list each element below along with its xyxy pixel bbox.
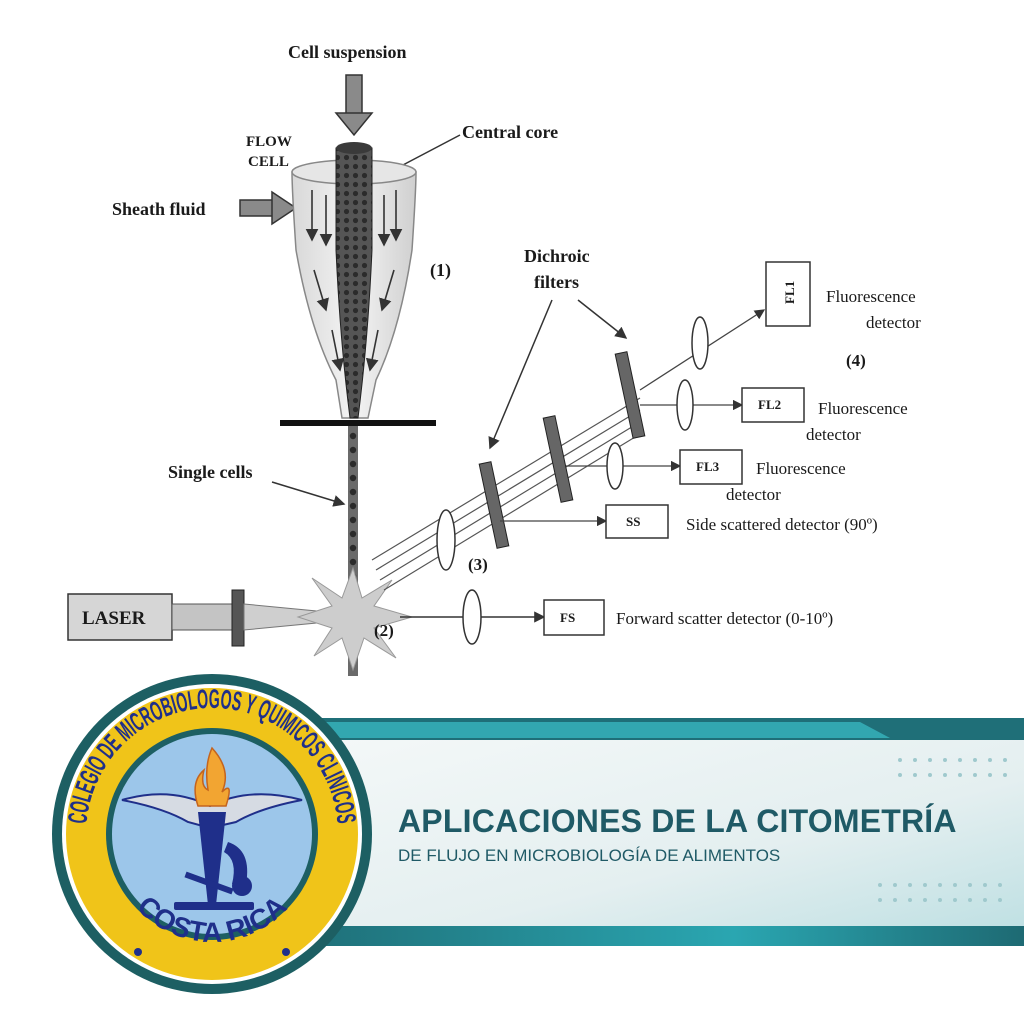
side-scatter-beams [371,397,641,591]
sheath-fluid-arrow [239,190,298,226]
dichroic-pointer-2 [577,299,628,339]
collection-lens [436,509,456,571]
flow-cell-label-line1: FLOW [246,134,292,150]
fl3-detector-label-line1: Fluorescence [756,459,846,478]
dichroic-pointer-1 [488,299,553,450]
fl1-detector-code: FL1 [782,281,797,304]
interrogation-point [296,566,414,672]
fs-detector-code: FS [560,610,575,625]
step-4-label: (4) [846,351,866,370]
flow-cell-cone [291,142,417,419]
single-cells-pointer [271,481,346,507]
fl3-detector-label-line2: detector [726,485,781,504]
step-1-label: (1) [430,260,451,281]
fs-detector-box [543,599,605,636]
laser-source [67,589,349,647]
single-cells-label: Single cells [168,462,253,482]
fl2-detector-label-line2: detector [806,425,861,444]
forward-scatter-lens [462,589,482,645]
fl1-detector-box [765,261,811,327]
fl1-detector-label-line2: detector [866,313,921,332]
fl3-lens [606,442,624,490]
fl3-detector-box [679,449,743,485]
ss-detector-box [605,504,669,539]
dichroic-label-line1: Dichroic [524,246,590,266]
fs-detector-label: Forward scatter detector (0-10º) [616,609,833,628]
ss-detector-code: SS [626,514,640,529]
banner-title: APLICACIONES DE LA CITOMETRÍA [398,803,957,839]
fl2-detector-code: FL2 [758,397,781,412]
dichroic-label-line2: filters [534,272,579,292]
fl3-detector-code: FL3 [696,459,720,474]
ss-detector-label: Side scattered detector (90º) [686,515,878,534]
central-core-label: Central core [462,122,558,142]
banner-subtitle: DE FLUJO EN MICROBIOLOGÍA DE ALIMENTOS [398,846,781,865]
fl2-detector-box [741,387,805,423]
flow-cell-label-line2: CELL [248,154,289,170]
step-3-label: (3) [468,555,488,574]
nozzle-plate [280,420,436,426]
cell-suspension-label: Cell suspension [288,42,407,62]
fl1-lens [691,316,709,370]
step-2-label: (2) [374,621,394,640]
fl2-detector-label-line1: Fluorescence [818,399,908,418]
laser-label: LASER [82,608,146,629]
fl2-lens [676,379,694,431]
fl1-detector-label-line1: Fluorescence [826,287,916,306]
sheath-fluid-label: Sheath fluid [112,199,206,219]
dichroic-filters [478,351,646,549]
cell-suspension-arrow [334,74,374,137]
